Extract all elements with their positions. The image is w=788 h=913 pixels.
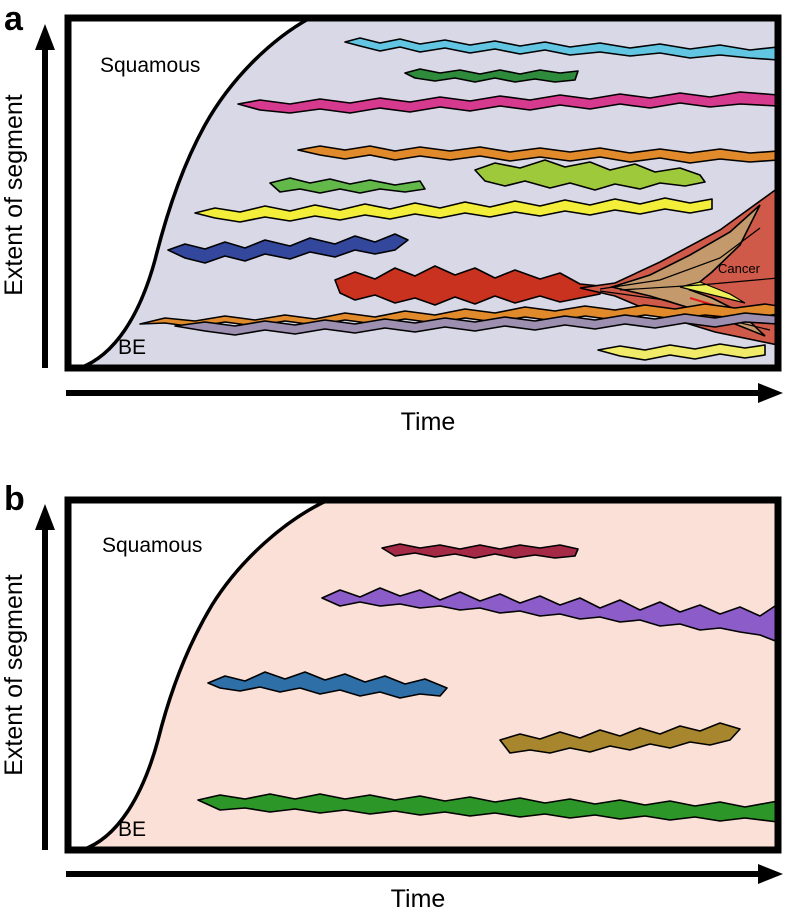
panel-a-clone-paleyellow: [597, 343, 766, 361]
panel-a-x-axis-arrow: [66, 383, 783, 403]
panel-a-cancer-label: Cancer: [718, 261, 761, 276]
panel-a-y-axis-arrow: [35, 24, 55, 368]
panel-a-letter: a: [4, 0, 24, 38]
panel-b-squamous-region: [68, 500, 328, 850]
panel-b-squamous-label: Squamous: [102, 534, 202, 557]
panel-a-clone-blue: [167, 233, 409, 264]
panel-a-squamous-label: Squamous: [100, 54, 200, 77]
panel-b: b Extent of segment Squamous BE Time: [0, 480, 783, 913]
panel-a-squamous-region: [68, 18, 310, 368]
panel-a-clone-darkgreen: [404, 68, 579, 83]
panel-a-cancer-subclone-yellow: [679, 281, 746, 304]
panel-b-boundary-curve: [81, 498, 329, 852]
panel-a-x-axis-label: Time: [401, 408, 456, 436]
panel-b-clone-crimson: [381, 543, 579, 559]
panel-a: a Extent of segment: [0, 0, 783, 436]
panel-b-x-axis-arrow: [66, 864, 783, 884]
panel-b-clone-steelblue: [207, 671, 448, 699]
panel-a-clone-red: [334, 265, 601, 306]
panel-a-boundary-curve: [79, 16, 311, 370]
panel-b-letter: b: [4, 480, 25, 518]
panel-b-x-axis-label: Time: [391, 885, 446, 913]
panel-b-clone-olive: [499, 722, 741, 754]
panel-b-frame: [64, 496, 782, 854]
panel-a-clone-yellow: [194, 197, 713, 223]
panel-a-y-axis-label: Extent of segment: [0, 94, 28, 296]
panel-a-frame: [64, 14, 782, 372]
panel-b-y-axis-arrow: [35, 504, 55, 850]
panel-a-clone-lime: [474, 159, 706, 191]
panel-b-y-axis-label: Extent of segment: [0, 574, 28, 776]
panel-a-clone-lightgreen: [269, 177, 426, 194]
panel-b-be-label: BE: [118, 818, 146, 841]
panel-a-be-label: BE: [118, 336, 146, 359]
